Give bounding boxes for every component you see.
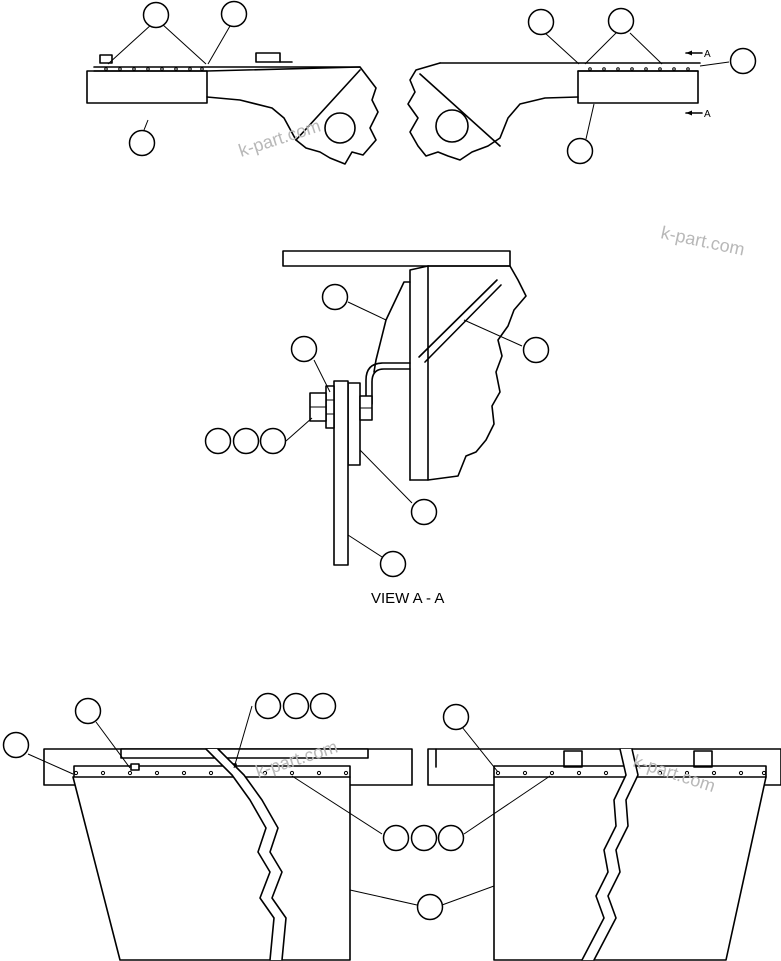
callout-balloon bbox=[379, 550, 407, 578]
mud-flap-left bbox=[72, 776, 351, 961]
callout-balloon bbox=[220, 0, 248, 28]
bracket-clip bbox=[347, 382, 361, 466]
callout-balloon bbox=[204, 427, 232, 455]
callout-balloon bbox=[282, 692, 310, 720]
callout-balloon bbox=[128, 129, 156, 157]
callout-balloon bbox=[2, 731, 30, 759]
bottom-right-assembly bbox=[427, 748, 781, 961]
callout-balloon bbox=[410, 498, 438, 526]
callout-balloon bbox=[416, 893, 444, 921]
section-marker-top: A bbox=[704, 49, 711, 60]
callout-balloon bbox=[729, 47, 757, 75]
callouts-top bbox=[107, 0, 757, 165]
callout-balloon bbox=[259, 427, 287, 455]
callout-balloon bbox=[410, 824, 438, 852]
callout-balloon bbox=[290, 335, 318, 363]
mud-flap-right bbox=[493, 776, 767, 961]
callout-balloon bbox=[232, 427, 260, 455]
watermark-text: k-part.com bbox=[659, 222, 746, 259]
callout-balloon bbox=[607, 7, 635, 35]
wear-strip bbox=[333, 380, 349, 566]
callout-balloon bbox=[321, 283, 349, 311]
edge-block-left bbox=[86, 70, 208, 104]
callout-balloon bbox=[309, 692, 337, 720]
callouts-section bbox=[204, 283, 550, 578]
callout-balloon bbox=[522, 336, 550, 364]
watermarks: k-part.com k-part.com k-part.com k-part.… bbox=[236, 116, 746, 797]
edge-block-right bbox=[577, 70, 699, 104]
callout-balloon bbox=[382, 824, 410, 852]
top-left-assembly bbox=[86, 52, 379, 165]
callout-balloon bbox=[442, 703, 470, 731]
pivot-pin-right bbox=[435, 109, 469, 143]
callout-balloon bbox=[566, 137, 594, 165]
top-right-assembly: A A bbox=[407, 49, 711, 161]
section-marker-bottom: A bbox=[704, 109, 711, 120]
callout-balloon bbox=[527, 8, 555, 36]
callout-balloon bbox=[74, 697, 102, 725]
top-plate bbox=[282, 250, 511, 267]
watermark-text: k-part.com bbox=[236, 116, 323, 161]
section-view-a-a: VIEW A - A bbox=[282, 250, 527, 607]
callout-balloon bbox=[254, 692, 282, 720]
view-a-a-label: VIEW A - A bbox=[371, 590, 444, 607]
bottom-left-assembly bbox=[43, 748, 413, 961]
pivot-pin-left bbox=[324, 112, 356, 144]
callout-balloon bbox=[142, 1, 170, 29]
callouts-bottom bbox=[2, 692, 551, 921]
callout-balloon bbox=[437, 824, 465, 852]
